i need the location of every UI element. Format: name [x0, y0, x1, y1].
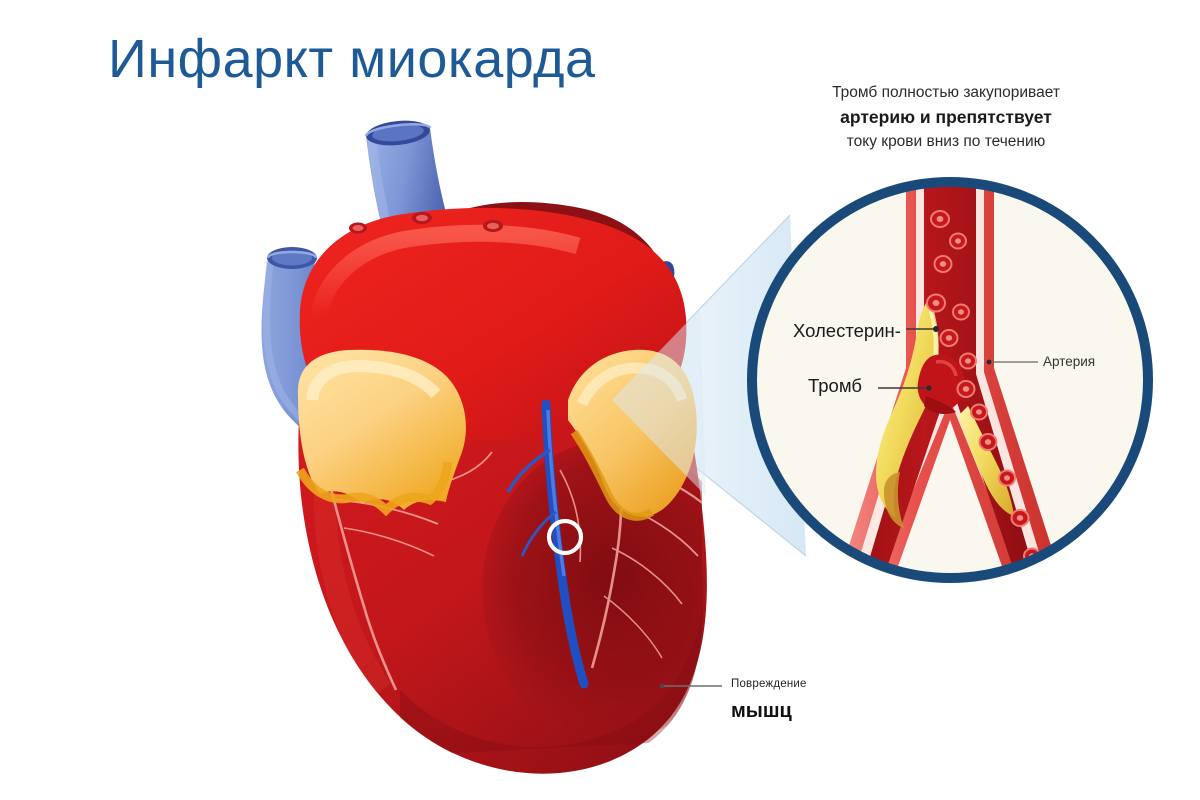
label-thrombus: Тромб: [808, 375, 862, 396]
label-cholesterol: Холестерин-: [793, 320, 901, 341]
cholesterol-plaque-right: [958, 406, 1014, 516]
coronary-vein: [506, 400, 589, 689]
callout-line-1: Тромб полностью закупоривает: [832, 84, 1060, 101]
label-muscle: мышц: [731, 700, 792, 722]
coronary-ostia: [349, 212, 503, 234]
callout-line-2: артерию и препятствует: [840, 107, 1052, 127]
damage-leader-line: [659, 683, 722, 689]
label-artery: Артерия: [1043, 354, 1096, 369]
label-damage: Повреждение: [731, 678, 807, 690]
infarct-marker-icon: [546, 518, 584, 556]
magnified-artery-view: [747, 177, 1153, 583]
magnifier-ring-icon: [747, 177, 1153, 583]
left-atrial-appendage-fat: [296, 349, 466, 517]
callout-line-3: току крови вниз по течению: [846, 133, 1046, 150]
heart-illustration: [261, 120, 707, 774]
magnifier-leader-lines: [878, 326, 1038, 391]
page-title: Инфаркт миокарда: [108, 29, 596, 89]
cholesterol-plaque-left: [876, 300, 939, 518]
